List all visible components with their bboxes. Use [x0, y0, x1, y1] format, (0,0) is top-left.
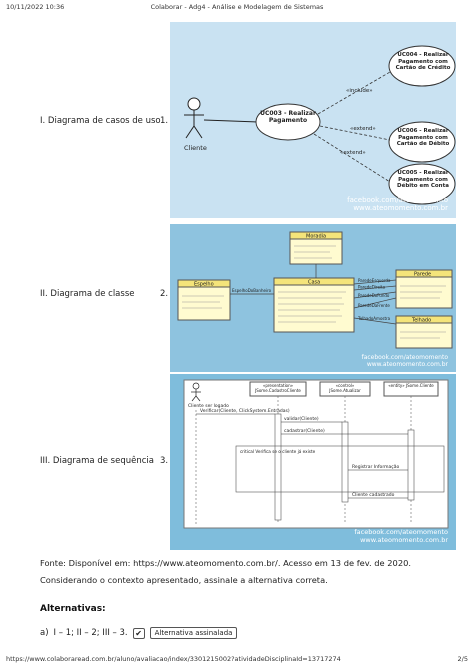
extend-label-1: «extend»: [350, 126, 376, 132]
uc-006: UC006 - Realizar Pagamento com Cartão de…: [396, 128, 450, 147]
seq-frame-label: critical Verifica se o cliente já existe: [240, 449, 316, 454]
uc-main: UC003 - Realizar Pagamento: [260, 110, 316, 124]
alternative-a-letter: a): [40, 628, 49, 638]
print-footer: https://www.colaboraread.com.br/aluno/av…: [6, 655, 468, 667]
alternative-a-text: I – 1; II – 2; III – 3.: [53, 628, 128, 638]
class-telhado: Telhado: [411, 318, 431, 324]
seq-participant-3: «entity» JSome.Cliente: [388, 383, 434, 388]
watermark-site: www.ateomomento.com.br: [353, 204, 448, 212]
sequence-diagram-image: Cliente ser logado «presentation» JSome.…: [170, 374, 456, 550]
seq-actor-figure: [191, 382, 201, 402]
rel-parede-esquerda: ParedeEsquerda: [358, 278, 391, 283]
seq-msg-1: Verificar(Cliente, ClickSystem.Entradas): [200, 408, 290, 414]
seq-actor-label: Cliente ser logado: [188, 403, 229, 409]
uc-005: UC005 - Realizar Pagamento com Débito em…: [397, 170, 449, 189]
source-text: Fonte: Disponível em: https://www.ateomo…: [40, 558, 412, 568]
rel-parede-direita: ParedeDireita: [358, 285, 386, 290]
class-espelho: Espelho: [194, 282, 214, 288]
actor-figure: [184, 97, 204, 139]
class-parede: Parede: [414, 272, 431, 278]
item-label-use-case: I. Diagrama de casos de uso: [40, 116, 161, 126]
alternatives-title: Alternativas:: [40, 604, 106, 614]
page-number: 2/5: [457, 655, 468, 663]
item-number-3: 3.: [160, 456, 169, 466]
watermark-facebook: facebook.com/ateomomento: [347, 196, 448, 204]
watermark-site-2: www.ateomomento.com.br: [366, 361, 448, 368]
seq-msg-5: Cliente cadastrado: [352, 492, 395, 498]
footer-url: https://www.colaboraread.com.br/aluno/av…: [6, 655, 341, 663]
rel-parede-fundo: ParedeDoFundo: [358, 293, 390, 298]
seq-msg-3: cadastrar(Cliente): [284, 428, 325, 434]
context-text: Considerando o contexto apresentado, ass…: [40, 575, 328, 585]
rel-telhado-amostra: TelhadoAmostra: [357, 316, 391, 321]
rel-espelho-banheiro: EspelhoDoBanheiro: [232, 288, 272, 293]
class-casa: Casa: [308, 280, 320, 286]
seq-participant-2: «control» JSome.Atualizar: [329, 383, 361, 393]
watermark-facebook-3: facebook.com/ateomomento: [354, 528, 448, 536]
print-header: 10/11/2022 10:36 Colaborar - Adg4 - Anál…: [6, 3, 468, 15]
watermark-site-3: www.ateomomento.com.br: [360, 535, 448, 544]
seq-participant-1: «presentation» JSome.CadastroCliente: [255, 383, 301, 393]
uc-004: UC004 - Realizar Pagamento com Cartão de…: [395, 52, 451, 71]
selected-badge: Alternativa assinalada: [149, 627, 238, 639]
watermark-2: facebook.com/ateomomento www.ateomomento…: [362, 354, 448, 368]
seq-msg-4: Registrar Informação: [352, 464, 399, 470]
item-label-class: II. Diagrama de classe: [40, 289, 135, 299]
class-moradia: Moradia: [306, 234, 326, 240]
watermark-3: facebook.com/ateomomento www.ateomomento…: [354, 528, 448, 544]
item-number-1: 1.: [160, 116, 169, 126]
extend-label-2: «extend»: [340, 150, 366, 156]
check-icon: ✔: [132, 627, 145, 639]
rel-parede-frente: ParedeDaFrente: [358, 303, 390, 308]
item-number-2: 2.: [160, 289, 169, 299]
class-diagram-image: Moradia Espelho Casa Parede Telhado: [170, 224, 456, 372]
include-label: «include»: [346, 88, 373, 94]
watermark-facebook-2: facebook.com/ateomomento: [361, 354, 448, 361]
seq-msg-2: validar(Cliente): [284, 416, 319, 422]
alternative-a[interactable]: a) I – 1; II – 2; III – 3. ✔ Alternativa…: [40, 627, 238, 639]
use-case-diagram-image: Cliente UC003 - Realizar Pagamento UC004…: [170, 22, 456, 218]
actor-label: Cliente: [184, 144, 207, 152]
watermark: facebook.com/ateomomento www.ateomomento…: [347, 196, 448, 212]
print-title: Colaborar - Adg4 - Análise e Modelagem d…: [150, 3, 324, 11]
item-label-sequence: III. Diagrama de sequência: [40, 456, 154, 466]
print-datetime: 10/11/2022 10:36: [6, 3, 65, 11]
